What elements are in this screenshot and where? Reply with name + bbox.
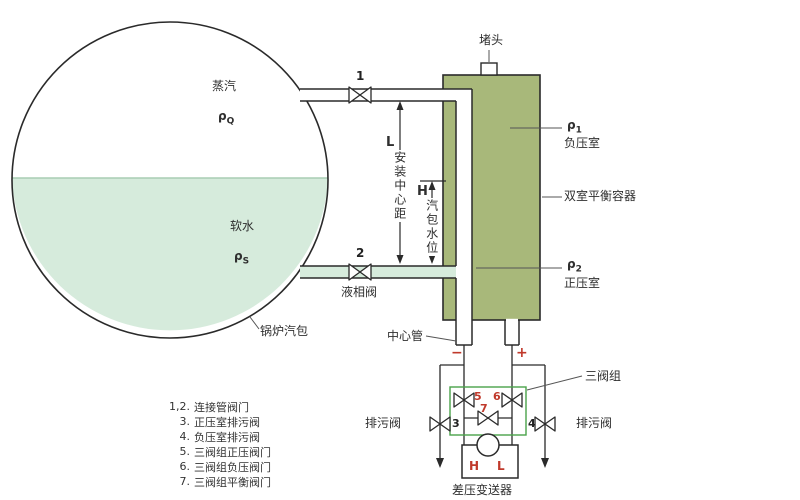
plus-sign: + xyxy=(516,345,528,361)
dimension-L-arrow-down xyxy=(396,255,404,264)
dimension-H-arrow-down xyxy=(428,255,436,264)
legend-item-3: 4. 负压室排污阀 xyxy=(179,430,261,444)
legend: 1,2. 连接管阀门 3. 正压室排污阀 4. 负压室排污阀 5. 三阀组正压阀… xyxy=(158,399,271,489)
valve-3 xyxy=(429,416,451,432)
valve-3-number: 3 xyxy=(452,417,460,430)
drain-valve-left-label: 排污阀 xyxy=(365,416,402,430)
drum-water-fill xyxy=(12,178,328,331)
plug-label: 堵头 xyxy=(479,33,504,47)
valve-5 xyxy=(453,392,475,408)
valve-6 xyxy=(501,392,523,408)
minus-sign: − xyxy=(451,345,463,361)
transmitter-low-mark: L xyxy=(497,459,505,473)
steam-pipe-center-tube-outline xyxy=(300,88,473,346)
dimension-L-symbol: L xyxy=(386,135,395,150)
dimension-H-text: 汽包水位 xyxy=(424,198,439,256)
dimension-H-symbol: H xyxy=(417,184,428,199)
valve-2 xyxy=(348,263,372,281)
legend-item-5: 6. 三阀组负压阀门 xyxy=(179,460,272,474)
valve-5-number: 5 xyxy=(474,390,482,403)
dimension-L-text: 安装中心距 xyxy=(392,150,407,222)
valve-2-number: 2 xyxy=(356,246,365,260)
balance-vessel-label: 双室平衡容器 xyxy=(564,189,637,203)
pos-chamber-label: 正压室 xyxy=(564,276,601,290)
liquid-valve-label: 液相阀 xyxy=(341,285,378,299)
three-valve-group-label: 三阀组 xyxy=(585,369,622,383)
valve-1-number: 1 xyxy=(356,69,365,83)
rho-water-label: ρS xyxy=(234,249,250,267)
legend-item-4: 5. 三阀组正压阀门 xyxy=(179,445,272,459)
boiler-drum-circle xyxy=(11,21,329,339)
valve-4-number: 4 xyxy=(528,417,536,430)
dimension-L-arrow-up xyxy=(396,101,404,110)
transmitter-diaphragm xyxy=(476,433,500,457)
dimension-H-arrow-up xyxy=(428,181,436,190)
pos-tube-fill xyxy=(506,318,518,346)
rho1-label: ρ1 xyxy=(567,118,582,136)
legend-item-1: 1,2. 连接管阀门 xyxy=(169,400,249,414)
legend-item-6: 7. 三阀组平衡阀门 xyxy=(179,475,272,489)
valve-7-number: 7 xyxy=(480,402,488,415)
valve-1 xyxy=(348,86,372,104)
plug-stub xyxy=(480,62,498,76)
impulse-lines xyxy=(439,345,546,460)
rho-steam-label: ρQ xyxy=(218,109,235,127)
drain-valve-right-label: 排污阀 xyxy=(576,416,613,430)
valve-7 xyxy=(477,410,499,426)
liquid-pipe-outline xyxy=(300,265,456,279)
center-tube-label: 中心管 xyxy=(387,329,424,343)
valve-4 xyxy=(534,416,556,432)
legend-item-2: 3. 正压室排污阀 xyxy=(179,415,261,429)
transmitter-label: 差压变送器 xyxy=(452,483,513,497)
transmitter-high-mark: H xyxy=(469,459,480,473)
drain-arrow-right xyxy=(541,458,549,468)
boiler-drum-label: 锅炉汽包 xyxy=(260,324,309,338)
neg-chamber-label: 负压室 xyxy=(564,136,601,150)
rho2-label: ρ2 xyxy=(567,257,582,275)
three-valve-group-box xyxy=(449,386,527,436)
leader-lines xyxy=(249,50,583,391)
steam-label: 蒸汽 xyxy=(212,79,237,93)
drain-arrow-left xyxy=(436,458,444,468)
valve-6-number: 6 xyxy=(493,390,501,403)
soft-water-label: 软水 xyxy=(230,219,255,233)
liquid-pipe-fill xyxy=(300,266,456,278)
